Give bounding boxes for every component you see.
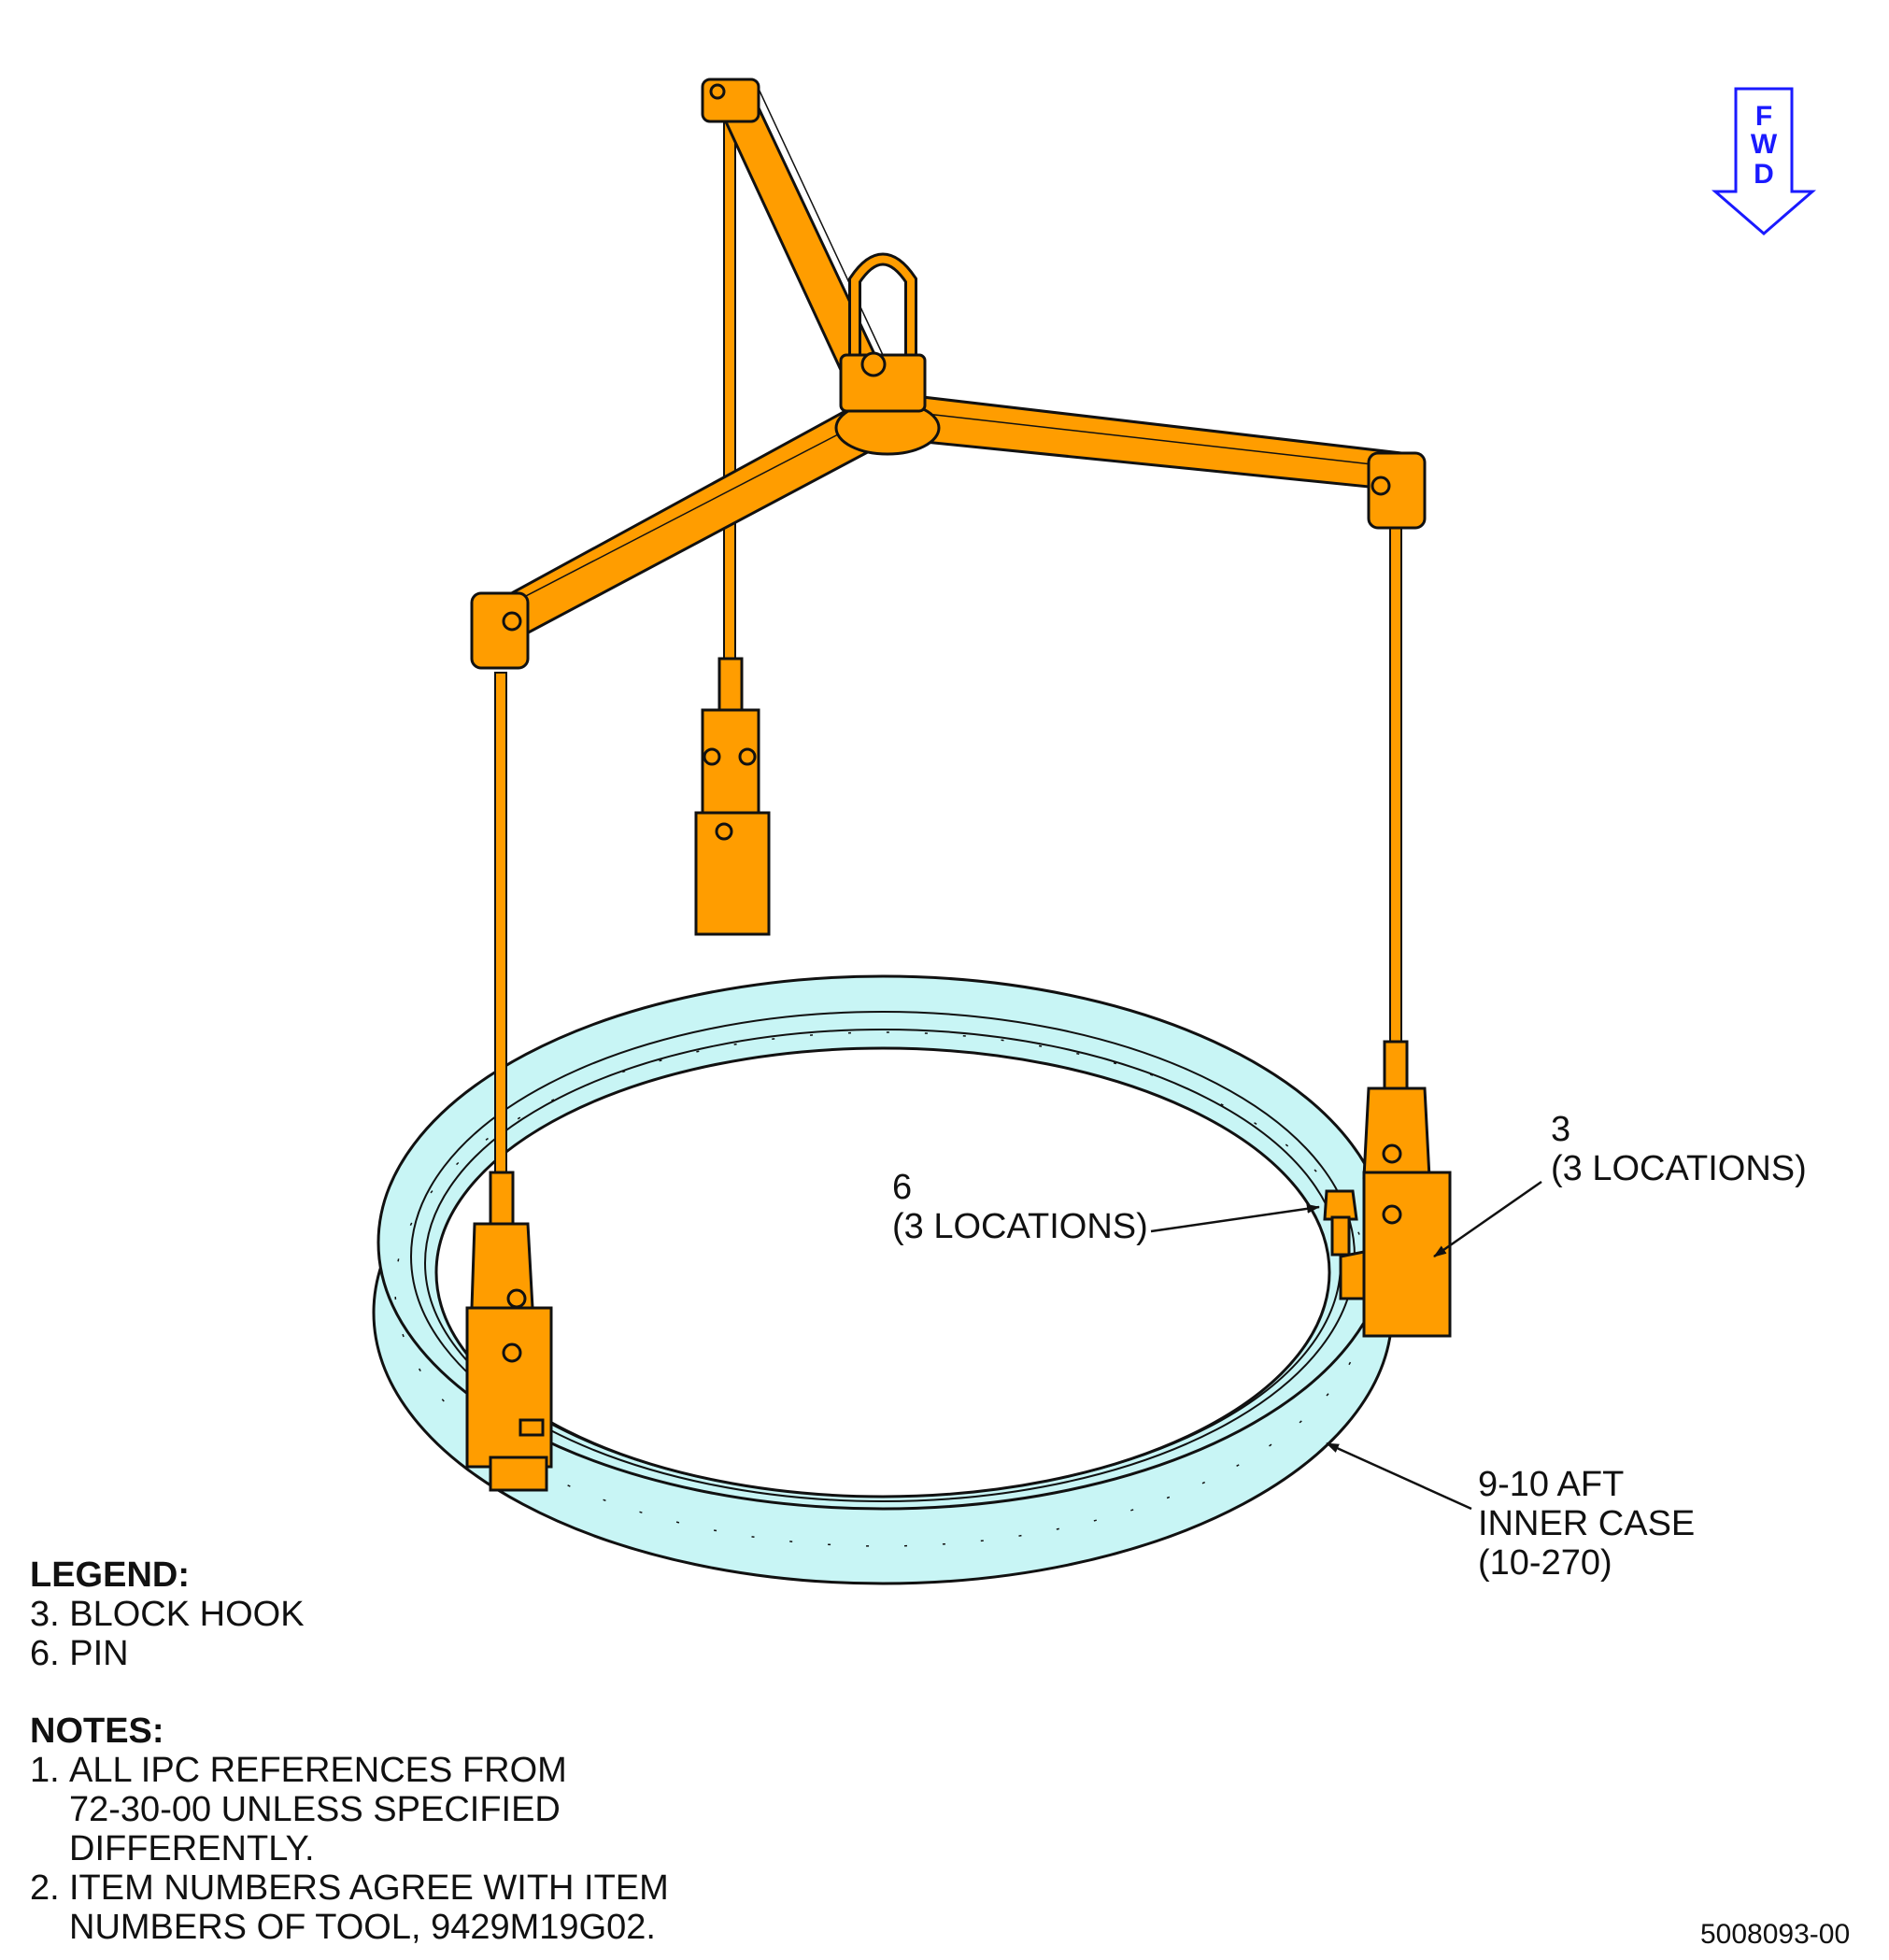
spreader-beam [470,78,1427,670]
note-1-line2: 72-30-00 UNLESS SPECIFIED [69,1790,561,1829]
callout-block-hook-item: 3 [1551,1110,1571,1149]
callout-pin-item: 6 [892,1168,913,1207]
callout-pin-qty: (3 LOCATIONS) [892,1207,1148,1246]
legend-title: LEGEND: [30,1555,190,1595]
fwd-letter-w: W [1750,129,1778,160]
callout-case-line2: INNER CASE [1478,1504,1696,1543]
legend-item-pin: 6. PIN [30,1634,129,1673]
note-2-line1: ITEM NUMBERS AGREE WITH ITEM [69,1868,669,1908]
notes-title: NOTES: [30,1711,164,1751]
note-2-line2: NUMBERS OF TOOL, 9429M19G02. [69,1908,656,1947]
aft-inner-case-ring [372,974,1394,1585]
note-1-line3: DIFFERENTLY. [69,1829,315,1868]
legend-item-block-hook: 3. BLOCK HOOK [30,1595,305,1634]
leader-lines [1150,1180,1542,1511]
note-1-number: 1. [30,1751,60,1790]
note-2-number: 2. [30,1868,60,1908]
callout-case-line1: 9-10 AFT [1478,1465,1625,1504]
callout-case-line3: (10-270) [1478,1543,1612,1583]
callout-block-hook-qty: (3 LOCATIONS) [1551,1149,1807,1188]
drawing-number: 5008093-00 [1700,1919,1851,1950]
note-1-line1: ALL IPC REFERENCES FROM [69,1751,567,1790]
fwd-letter-d: D [1754,159,1774,190]
fwd-letter-f: F [1754,101,1773,132]
fwd-arrow [1711,87,1817,235]
